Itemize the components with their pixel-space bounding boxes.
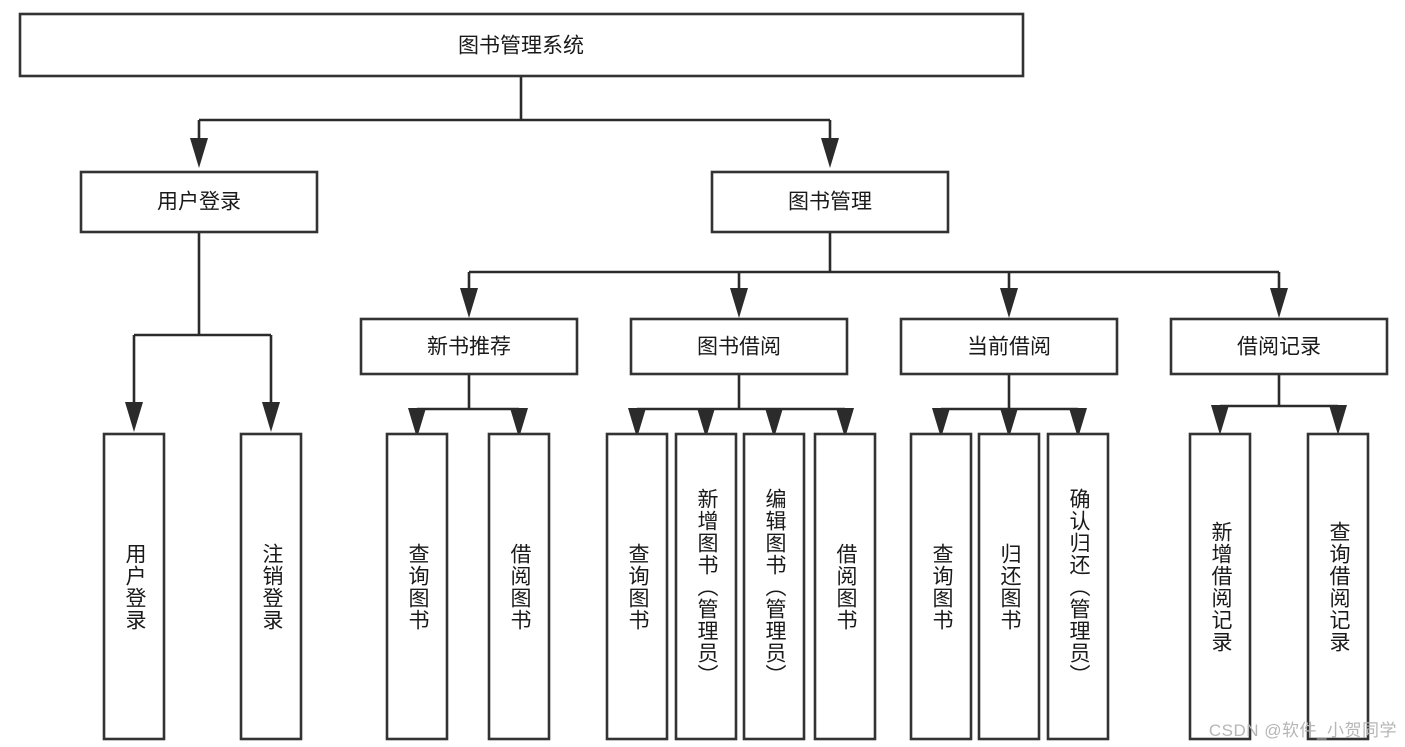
node-book-management[interactable]: 图书管理	[710, 170, 950, 234]
arrow-to-user-login	[190, 138, 208, 168]
connector-group-root	[190, 76, 839, 168]
node-user-login-label: 用户登录	[157, 191, 241, 214]
leaf-rect-user-login[interactable]	[102, 432, 166, 741]
node-root-title-label: 图书管理系统	[458, 35, 584, 58]
node-current-borrow-label: 当前借阅	[967, 336, 1051, 359]
leaf-rect-add-record[interactable]	[1188, 432, 1252, 741]
leaf-rects-book-borrow	[605, 432, 877, 741]
leaf-rect-return-book[interactable]	[977, 432, 1041, 741]
leaf-rects-new-book-recommend	[385, 432, 551, 741]
connector-group-user-login	[125, 232, 280, 432]
leaf-rect-borrow-book-1[interactable]	[487, 432, 551, 741]
arrow-to-leaf-query-record	[1329, 405, 1347, 435]
node-current-borrow[interactable]: 当前借阅	[899, 317, 1119, 376]
node-book-borrow[interactable]: 图书借阅	[629, 317, 849, 376]
connector-group-book-management	[460, 232, 1288, 318]
leaf-rects-borrow-record	[1188, 432, 1370, 741]
arrow-to-book-borrow	[730, 288, 748, 318]
csdn-watermark: CSDN @软件_小贺同学	[1208, 721, 1397, 740]
connector-group-book-borrow	[628, 374, 854, 438]
node-new-book-recommend[interactable]: 新书推荐	[359, 317, 579, 376]
leaf-rect-add-book[interactable]	[674, 432, 738, 741]
leaf-rect-query-record[interactable]	[1306, 432, 1370, 741]
arrow-to-leaf-logout-login	[262, 402, 280, 432]
leaf-rect-confirm-return[interactable]	[1046, 432, 1110, 741]
leaf-rects-user-login	[102, 432, 303, 741]
leaf-rect-query-book-1[interactable]	[385, 432, 449, 741]
arrow-to-current-borrow	[1000, 288, 1018, 318]
leaf-rect-query-book-3[interactable]	[909, 432, 973, 741]
leaf-rect-logout-login[interactable]	[239, 432, 303, 741]
node-borrow-record[interactable]: 借阅记录	[1169, 317, 1389, 376]
arrow-to-leaf-user-login	[125, 402, 143, 432]
leaf-rects-current-borrow	[909, 432, 1110, 741]
node-book-management-label: 图书管理	[788, 191, 872, 214]
arrow-to-book-management	[821, 138, 839, 168]
connector-group-borrow-record	[1211, 374, 1347, 435]
node-user-login[interactable]: 用户登录	[79, 170, 319, 234]
leaf-rect-query-book-2[interactable]	[605, 432, 669, 741]
arrow-to-borrow-record	[1270, 288, 1288, 318]
arrow-to-leaf-add-record	[1211, 405, 1229, 435]
node-root-title[interactable]: 图书管理系统	[18, 12, 1025, 78]
node-book-borrow-label: 图书借阅	[697, 336, 781, 359]
arrow-to-new-book-recommend	[460, 288, 478, 318]
node-new-book-recommend-label: 新书推荐	[427, 336, 511, 359]
leaf-rect-borrow-book-2[interactable]	[813, 432, 877, 741]
connector-group-current-borrow	[932, 374, 1087, 438]
node-borrow-record-label: 借阅记录	[1237, 336, 1321, 359]
leaf-rect-edit-book[interactable]	[742, 432, 806, 741]
connector-group-new-book-recommend	[408, 374, 528, 438]
